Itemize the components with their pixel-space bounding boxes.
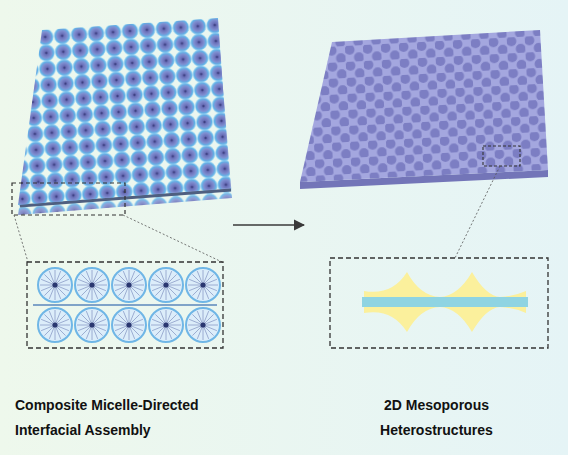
inset-box (330, 258, 548, 348)
leader-line (14, 215, 28, 262)
nanosheet-layer (362, 297, 528, 307)
inset-box (27, 262, 223, 348)
panel-caption: 2D Mesoporous Heterostructures (352, 393, 522, 443)
process-arrow (233, 224, 304, 226)
micelle (75, 268, 109, 302)
micelle (75, 308, 109, 342)
micelle (112, 268, 146, 302)
upper-micelle-layer (18, 18, 230, 205)
substrate-layer (33, 304, 217, 306)
mesoporous-sheet (300, 30, 548, 189)
micelle (112, 308, 146, 342)
zoom-box (483, 146, 520, 166)
leader-line (123, 215, 222, 262)
heterostructure-cross-section (330, 258, 548, 348)
caption-panel: Composite Micelle-Directed Interfacial A… (10, 10, 232, 445)
micelle (186, 308, 220, 342)
caption-panel: 2D Mesoporous Heterostructures (305, 10, 568, 445)
leader-line (455, 166, 500, 258)
micelle (186, 268, 220, 302)
micelle (38, 268, 72, 302)
micelle (38, 308, 72, 342)
micelle (149, 268, 183, 302)
panel-caption: Composite Micelle-Directed Interfacial A… (15, 393, 230, 443)
zoom-box (12, 183, 125, 215)
micelle (149, 308, 183, 342)
micelle-cross-section (27, 262, 223, 348)
porous-surface (300, 30, 548, 182)
